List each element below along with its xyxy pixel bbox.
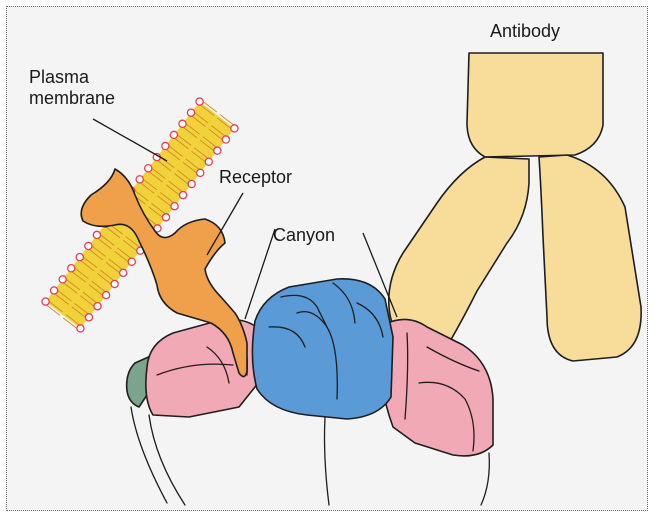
antibody-shape [389, 53, 641, 361]
capsid-right-protein [381, 319, 493, 455]
lipid-head [231, 125, 238, 132]
lipid-head [76, 254, 83, 261]
plasma-membrane-label: Plasma membrane [29, 67, 115, 109]
lipid-head [179, 191, 186, 198]
lipid-head [68, 265, 75, 272]
lipid-head [94, 303, 101, 310]
plasma-membrane-leader [93, 119, 167, 161]
lipid-head [222, 136, 229, 143]
plasma-membrane-label-line2: membrane [29, 88, 115, 109]
lipid-head [85, 314, 92, 321]
plasma-membrane-label-line1: Plasma [29, 67, 115, 88]
lipid-head [196, 98, 203, 105]
antibody-label: Antibody [490, 21, 560, 42]
lipid-head [162, 214, 169, 221]
lipid-head [187, 109, 194, 116]
lipid-head [120, 269, 127, 276]
lipid-head [42, 298, 49, 305]
lipid-head [93, 231, 100, 238]
lipid-head [205, 158, 212, 165]
lipid-head [162, 142, 169, 149]
lipid-head [128, 258, 135, 265]
lipid-head [188, 180, 195, 187]
lipid-head [59, 276, 66, 283]
lipid-head [179, 120, 186, 127]
lipid-head [145, 165, 152, 172]
lipid-head [214, 147, 221, 154]
lipid-head [85, 242, 92, 249]
lipid-head [102, 291, 109, 298]
lipid-head [111, 280, 118, 287]
antibody-right-arm [539, 155, 641, 361]
lipid-head [197, 169, 204, 176]
lipid-head [136, 176, 143, 183]
lipid-head [77, 325, 84, 332]
receptor-label: Receptor [219, 167, 292, 188]
lipid-head [170, 131, 177, 138]
figure-frame: Plasma membrane Receptor Canyon Antibody [6, 6, 648, 511]
antibody-stem [467, 53, 603, 157]
lipid-head [51, 287, 58, 294]
capsid-pentamer [252, 279, 393, 419]
canyon-label: Canyon [273, 225, 335, 246]
lipid-head [171, 203, 178, 210]
